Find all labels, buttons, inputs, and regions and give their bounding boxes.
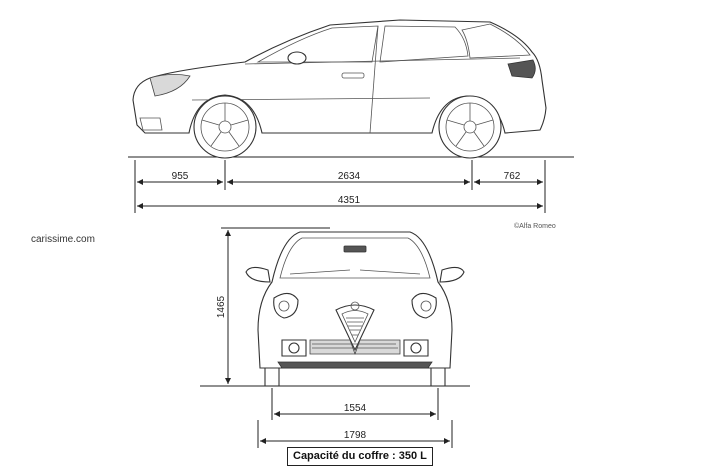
rear-overhang-label: 762 (504, 171, 521, 182)
height-label: 1465 (216, 295, 227, 318)
trunk-capacity-box: Capacité du coffre : 350 L (287, 447, 433, 466)
front-dimensions: 1465 1554 1798 (216, 227, 453, 448)
track-label: 1554 (344, 403, 367, 414)
side-dimensions: 955 2634 762 4351 (134, 160, 546, 213)
wheelbase-label: 2634 (338, 171, 361, 182)
front-wheel (193, 95, 257, 159)
front-overhang-label: 955 (172, 171, 189, 182)
car-side-view (128, 19, 574, 159)
car-front-view (200, 231, 470, 387)
site-watermark: carissime.com (31, 234, 95, 245)
width-label: 1798 (344, 430, 367, 441)
rear-wheel (438, 95, 502, 159)
copyright-note: ©Alfa Romeo (514, 223, 556, 230)
length-label: 4351 (338, 195, 361, 206)
